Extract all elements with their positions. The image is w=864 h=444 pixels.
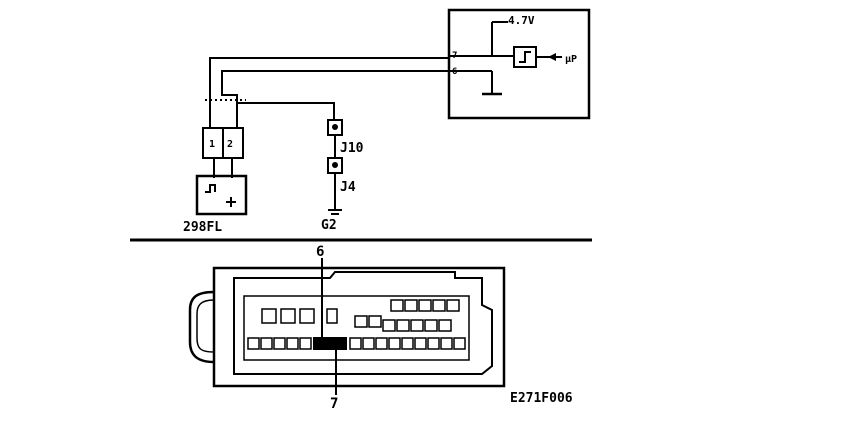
sensor-298fl: 298FL xyxy=(183,174,248,235)
pin-7-callout: 7 xyxy=(330,396,338,412)
output-label: µP xyxy=(565,54,577,65)
connector-j4: J4 xyxy=(340,180,356,195)
control-module: 4.7V 7 6 µP xyxy=(447,8,591,120)
signal-wires xyxy=(205,57,449,178)
ecu-connector-view: 6 7 xyxy=(188,244,506,412)
figure-code: E271F006 xyxy=(510,391,573,406)
ground-path: J10 J4 G2 xyxy=(321,119,364,233)
ground-g2: G2 xyxy=(321,218,337,233)
sensor-pin-1: 1 xyxy=(209,139,215,150)
sensor-pin-2: 2 xyxy=(227,139,233,150)
supply-voltage-label: 4.7V xyxy=(508,14,535,27)
sensor-connector: 1 2 xyxy=(202,127,244,159)
connector-j10: J10 xyxy=(340,141,364,156)
sensor-name: 298FL xyxy=(183,220,222,235)
pin-6-7-highlight xyxy=(313,337,347,350)
pin-6-callout: 6 xyxy=(316,244,324,260)
